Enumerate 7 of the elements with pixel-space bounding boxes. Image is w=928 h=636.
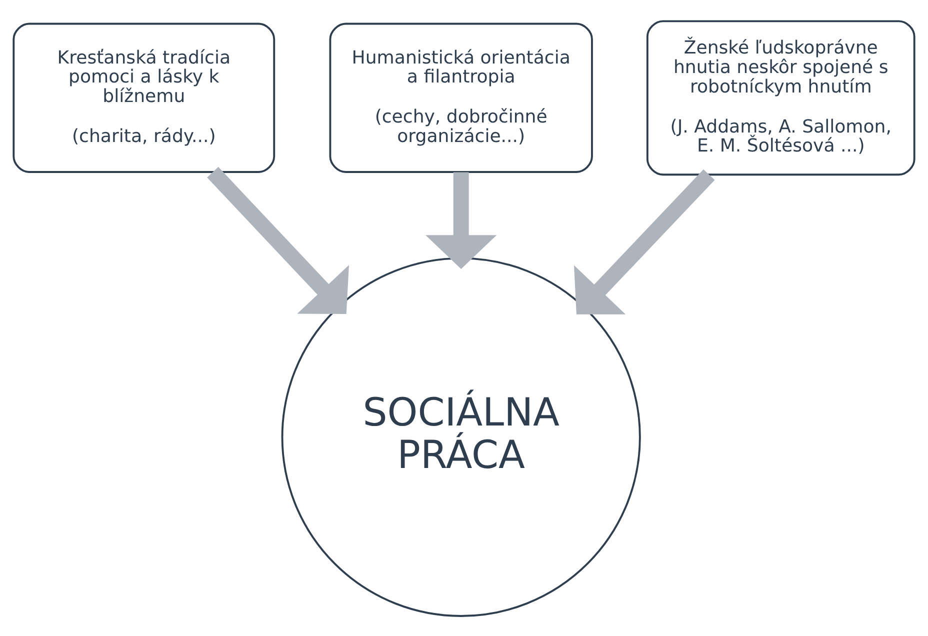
arrow xyxy=(426,172,497,268)
node-box: Humanistická orientácia a filantropia (cechy, dobročinné organizácie...) xyxy=(329,22,593,172)
arrow xyxy=(574,168,715,314)
arrow xyxy=(207,166,349,314)
node-box: Kresťanská tradícia pomoci a lásky k blížnemu (charita, rády...) xyxy=(12,22,276,172)
node-circle: SOCIÁLNA PRÁCA xyxy=(281,256,641,616)
node-box: Ženské ľudskoprávne hnutia neskôr spojené s robotníckym hnutím (J. Addams, A. Sallomon, E. M. Šoltésová ...) xyxy=(646,20,916,176)
